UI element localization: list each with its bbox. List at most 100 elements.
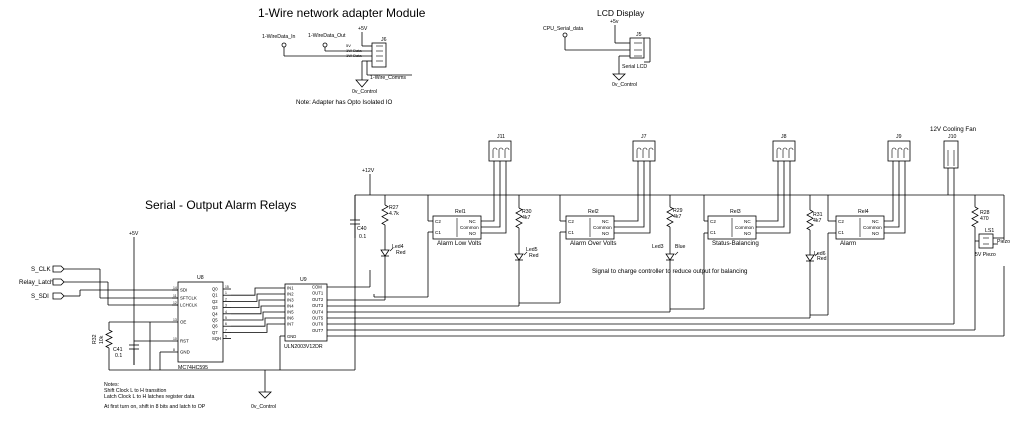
relay-pin-c1-2: C1 xyxy=(568,230,574,235)
relay-ref-3: Rel3 xyxy=(730,209,741,215)
note-heading: Notes: xyxy=(104,382,119,388)
u9-pin-com: COM xyxy=(312,285,322,290)
network-pin-3: 1W Data xyxy=(346,53,362,58)
shift-register: U8 MC74HC595 SDI14SFTCLK11LCHCLK12OE13RS… xyxy=(134,275,231,371)
capacitor-value-c40: 0.1 xyxy=(359,234,366,240)
darlington-driver: U9 ULN2003V12DR GND IN1IN2IN3IN4IN5IN6IN… xyxy=(279,270,371,370)
u8-pin-q5: Q5 xyxy=(212,318,218,323)
u9-pin-in1: IN1 xyxy=(287,286,294,291)
u8-pin-q3: Q3 xyxy=(212,305,218,310)
u8-pin-num-1: 11 xyxy=(173,294,177,298)
fan-section: 12V Cooling Fan J10 xyxy=(930,126,977,195)
u9-pin-out4: OUT4 xyxy=(312,309,324,314)
v5-label: +5V xyxy=(129,231,139,237)
u9-pin-in3: IN3 xyxy=(287,298,294,303)
network-connector-ref: J6 xyxy=(381,37,387,43)
relay-connector-ref-4: J9 xyxy=(896,134,902,140)
resistor-ref-r32: R32 xyxy=(92,334,98,344)
resistor-value-r30: 4k7 xyxy=(522,215,530,221)
u9-pin-out5: OUT5 xyxy=(312,316,324,321)
u9-pin-in7: IN7 xyxy=(287,322,294,327)
resistor-value-r27: 4.7k xyxy=(389,211,399,217)
net-out-label: 1-WireData_Out xyxy=(308,33,346,39)
relay-caption-1: Alarm Low Volts xyxy=(437,240,481,247)
relay-pin-nc-1: NC xyxy=(469,219,476,224)
notes-section: Notes: Shift Clock L to H transition Lat… xyxy=(104,382,206,410)
input-ports: S_CLK Relay_Latch S_SDI xyxy=(19,265,178,306)
relay-pin-c1-4: C1 xyxy=(838,230,844,235)
network-connector xyxy=(371,42,387,68)
relay-ref-1: Rel1 xyxy=(455,209,466,215)
u9-pin-in2: IN2 xyxy=(287,292,294,297)
u9-body xyxy=(284,283,328,342)
u8-pin-q4: Q4 xyxy=(212,311,218,316)
relay-pin-no-4: NO xyxy=(872,231,879,236)
relay-pin-no-2: NO xyxy=(602,231,609,236)
u8-ref: U8 xyxy=(197,275,204,281)
u9-pin-out3: OUT3 xyxy=(312,303,324,308)
u8-pin-num-2: 12 xyxy=(173,301,177,305)
led-ref-led6: Led6 xyxy=(814,251,826,257)
relay-caption-2: Alarm Over Volts xyxy=(570,240,616,247)
led-color-led6: Red xyxy=(817,256,827,262)
lcd-vcc: +5v xyxy=(610,19,619,25)
u8-pin-num-r8: 9 xyxy=(225,335,227,339)
note-line-2: Latch Clock L to H latches register data xyxy=(104,394,194,400)
lcd-connector xyxy=(629,37,645,59)
resistor-value-r32: 10k xyxy=(99,335,105,344)
piezo-caption: 5V Piezo xyxy=(975,252,996,258)
resistor-ref-r28: R28 xyxy=(980,210,990,216)
relay-pin-c2-3: C2 xyxy=(710,219,716,224)
u8-pin-q1: Q1 xyxy=(212,293,218,298)
u8-pin-num-r2: 2 xyxy=(225,297,227,301)
network-note: Note: Adapter has Opto Isolated IO xyxy=(296,99,392,106)
u8-pin-num-r1: 1 xyxy=(225,291,227,295)
led-ref-led5: Led5 xyxy=(526,247,538,253)
resistor-ref-r29: R29 xyxy=(673,208,683,214)
input-sdi: S_SDI xyxy=(31,293,49,300)
relay-pin-c1-3: C1 xyxy=(710,230,716,235)
relay-caption-4: Alarm xyxy=(840,240,856,247)
lcd-ground: 0v_Control xyxy=(612,82,637,88)
resistor-ref-r30: R30 xyxy=(522,209,532,215)
u8-pin-num-r4: 4 xyxy=(225,310,227,314)
u8-pin-lchclk: LCHCLK xyxy=(180,303,197,308)
led-color-led4: Red xyxy=(396,250,406,256)
u9-pin-out6: OUT6 xyxy=(312,322,324,327)
lcd-module-label: Serial LCD xyxy=(622,64,647,70)
relay-pin-c2-2: C2 xyxy=(568,219,574,224)
input-latch: Relay_Latch xyxy=(19,279,54,286)
piezo-section: LS1 Piezo 5V Piezo xyxy=(974,228,1010,258)
relay-pin-no-3: NO xyxy=(744,231,751,236)
relay-pin-c1-1: C1 xyxy=(435,230,441,235)
u8-pin-rst: RST xyxy=(180,339,189,344)
u9-pin-out7: OUT7 xyxy=(312,328,324,333)
relay-return-wires xyxy=(373,195,836,316)
u8-pin-sdi: SDI xyxy=(180,288,187,293)
resistor-value-r29: 4k7 xyxy=(673,214,681,220)
u9-gnd: GND xyxy=(287,334,296,339)
v12-label: +12V xyxy=(362,168,375,174)
relay-pin-nc-3: NC xyxy=(744,219,751,224)
u9-part: ULN2003V12DR xyxy=(284,344,323,350)
lcd-title: LCD Display xyxy=(597,8,645,18)
capacitor-value-c41: 0.1 xyxy=(115,353,122,359)
piezo-label: Piezo xyxy=(997,239,1010,245)
led-ref-led3: Led3 xyxy=(652,244,664,250)
relay-pin-nc-4: NC xyxy=(872,219,879,224)
resistor-value-r31: 4k7 xyxy=(813,218,821,224)
relay-pin-common-4: Common xyxy=(863,225,882,230)
u8-pin-num-r0: 15 xyxy=(225,285,229,289)
relay-ref-2: Rel2 xyxy=(588,209,599,215)
